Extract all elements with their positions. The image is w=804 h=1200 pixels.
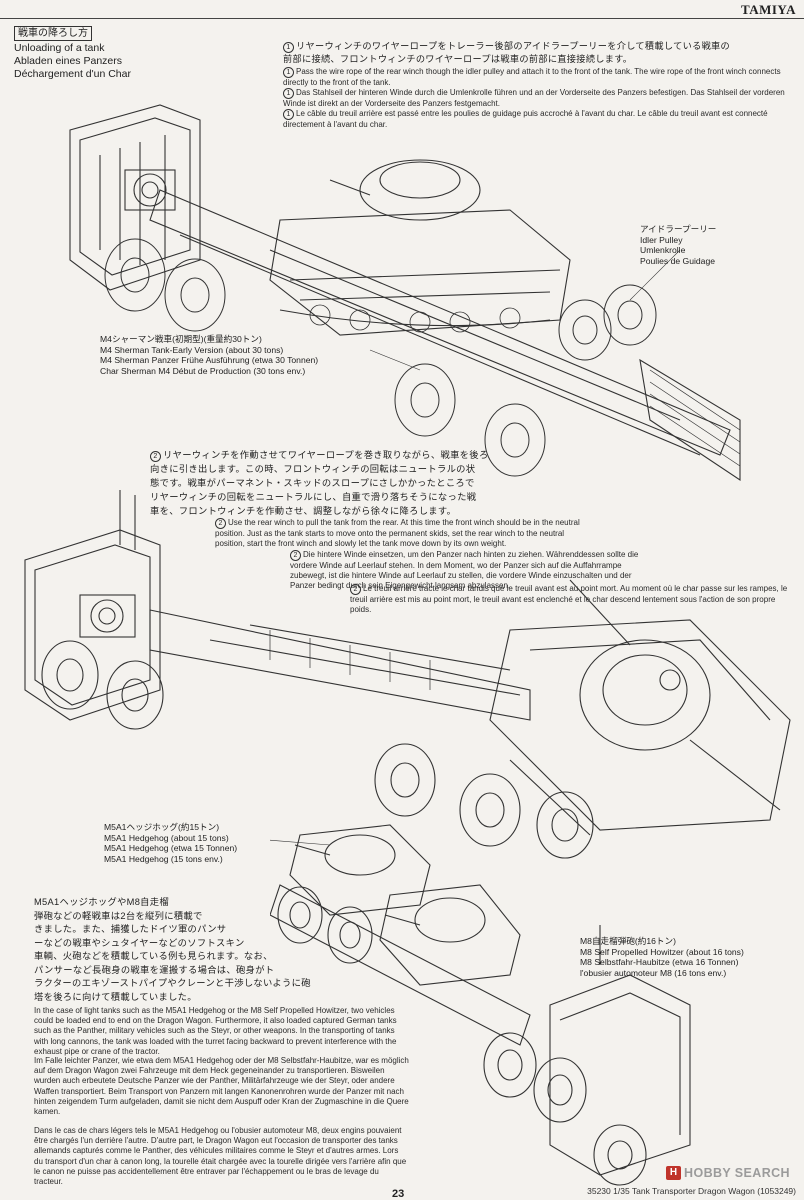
idler-de: Umlenkrolle xyxy=(640,245,686,255)
section-title-en: Unloading of a tank xyxy=(14,42,105,54)
idler-jp: アイドラープーリー xyxy=(640,224,717,234)
watermark-text: HOBBY SEARCH xyxy=(684,1166,790,1180)
step-number-1: 1 xyxy=(283,42,294,53)
idler-en: Idler Pulley xyxy=(640,234,683,245)
footer-caption: 35230 1/35 Tank Transporter Dragon Wagon… xyxy=(587,1186,796,1196)
header-rule xyxy=(0,18,804,19)
step2-jp-1: リヤーウィンチを作動させてワイヤーロープを巻き取りながら、戦車を後ろ xyxy=(163,450,489,460)
step2-jp-2: 向きに引き出します。この時、フロントウィンチの回転はニュートラルの状 xyxy=(150,464,476,474)
note-en: In the case of light tanks such as the M… xyxy=(34,1006,397,1056)
step2-de: Die hintere Winde einsetzen, um den Panz… xyxy=(290,550,639,591)
note-jp-8: 塔を後ろに向けて積載していました。 xyxy=(34,991,197,1002)
step2-jp-4: リヤーウィンチの回転をニュートラルにし、自重で滑り落ちそうになった戦 xyxy=(150,492,477,502)
illustration-light-tanks xyxy=(270,824,691,1186)
m5a1-de: M5A1 Hedgehog (etwa 15 Tonnen) xyxy=(104,843,238,853)
m8-de: M8 Selbstfahr-Haubitze (etwa 16 Tonnen) xyxy=(580,957,739,967)
m8-fr: l'obusier automoteur M8 (16 tons env.) xyxy=(580,967,727,978)
note-jp-7: ラクターのエキゾーストパイプやクレーンと干渉しないように砲 xyxy=(34,978,311,988)
note-jp-2: 弾砲などの軽戦車は2台を縦列に積載で xyxy=(34,910,203,921)
note-jp-6: パンサーなど長砲身の戦車を運搬する場合は、砲身がト xyxy=(34,964,275,975)
note-jp: M5A1ヘッジホッグやM8自走榴 弾砲などの軽戦車は2台を縦列に積載で きました… xyxy=(34,896,454,1004)
note-jp-1: M5A1ヘッジホッグやM8自走榴 xyxy=(34,897,169,907)
m8-en: M8 Self Propelled Howitzer (about 16 ton… xyxy=(580,946,744,957)
step1-jp-1: リヤーウィンチのワイヤーロープをトレーラー後部のアイドラープーリーを介して積載し… xyxy=(296,41,731,51)
sherman-de: M4 Sherman Panzer Frühe Ausführung (etwa… xyxy=(100,355,319,365)
brand-logo: TAMIYA xyxy=(740,2,796,17)
illustration-tank-descending xyxy=(24,490,791,859)
step1-de: Das Stahlseil der hinteren Winde durch d… xyxy=(283,88,785,109)
note-de: Im Falle leichter Panzer, wie etwa dem M… xyxy=(34,1056,409,1117)
m5a1-label: M5A1ヘッジホッグ(約15トン) M5A1 Hedgehog (about 1… xyxy=(104,822,237,864)
section-title-jp: 戦車の降ろし方 xyxy=(14,26,92,41)
step1-fr: Le câble du treuil arrière est passé ent… xyxy=(283,109,768,130)
section-title-fr: Déchargement d'un Char xyxy=(14,68,131,80)
idler-pulley-label: アイドラープーリー Idler Pulley Umlenkrolle Pouli… xyxy=(640,224,716,266)
sherman-label: M4シャーマン戦車(初期型)(重量約30トン) M4 Sherman Tank-… xyxy=(100,334,318,376)
idler-fr: Poulies de Guidage xyxy=(640,255,716,266)
sherman-en: M4 Sherman Tank-Early Version (about 30 … xyxy=(100,344,284,355)
step1-en: Pass the wire rope of the rear winch tho… xyxy=(283,67,781,87)
watermark-mark: H xyxy=(666,1166,682,1180)
m8-jp: M8自走榴弾砲(約16トン) xyxy=(580,936,676,946)
note-jp-5: 車輌、火砲などを積載している例も見られます。なお、 xyxy=(34,951,273,961)
page-number: 23 xyxy=(392,1188,405,1200)
step2-en: Use the rear winch to pull the tank from… xyxy=(215,518,580,549)
step1-jp-2: 前部に接続、フロントウィンチのワイヤーロープは戦車の前部に直接接続します。 xyxy=(283,54,633,64)
m5a1-fr: M5A1 Hedgehog (15 tons env.) xyxy=(104,853,223,864)
step2-jp-5: 車を、フロントウィンチを作動させ、調整しながら徐々に降ろします。 xyxy=(150,506,457,516)
step2-fr: Le treuil arrière tracte le char tandis … xyxy=(350,584,788,615)
section-title: 戦車の降ろし方 Unloading of a tank Abladen eine… xyxy=(14,26,131,81)
note-jp-3: きました。また、捕獲したドイツ軍のパンサ xyxy=(34,924,227,934)
m5a1-jp: M5A1ヘッジホッグ(約15トン) xyxy=(104,822,220,832)
illustration-sherman-unloading xyxy=(69,104,741,482)
step2-jp-3: 態です。戦車がパーマネント・スキッドのスロープにさしかかったところで xyxy=(150,478,475,488)
m5a1-en: M5A1 Hedgehog (about 15 tons) xyxy=(104,832,229,843)
note-fr: Dans le cas de chars légers tels le M5A1… xyxy=(34,1126,407,1187)
step-number-2: 2 xyxy=(150,451,161,462)
section-title-de: Abladen eines Panzers xyxy=(14,55,122,67)
sherman-fr: Char Sherman M4 Début de Production (30 … xyxy=(100,365,306,376)
note-jp-4: ーなどの戦車やシュタイヤーなどのソフトスキン xyxy=(34,937,245,948)
sherman-jp: M4シャーマン戦車(初期型)(重量約30トン) xyxy=(100,334,262,344)
watermark: H HOBBY SEARCH xyxy=(666,1166,790,1180)
m8-label: M8自走榴弾砲(約16トン) M8 Self Propelled Howitze… xyxy=(580,936,744,978)
